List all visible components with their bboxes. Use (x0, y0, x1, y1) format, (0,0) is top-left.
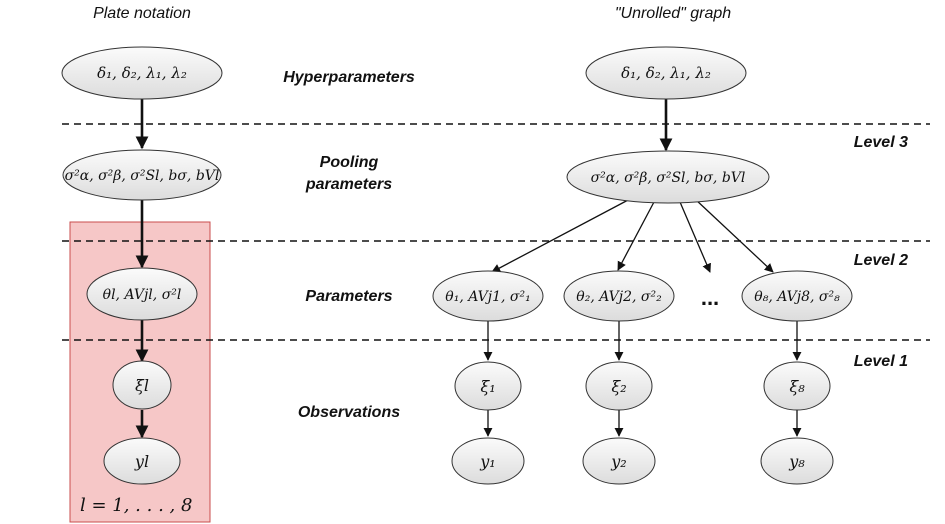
plate-params-node-label: θl, AVjl, σ²l (103, 287, 182, 303)
unrolled-y-node-8: y₈ (760, 437, 834, 485)
plate-index-label: l = 1, . . . , 8 (80, 495, 192, 516)
pooling-label-line1: Pooling (320, 154, 379, 171)
plate-y-node-label: yl (134, 452, 149, 471)
unrolled-graph-header: "Unrolled" graph (615, 5, 731, 22)
xi-2-label: ξ₂ (611, 377, 626, 396)
unrolled-edge-pooling-to-ellipsis (679, 201, 711, 273)
unrolled-parameter-node-1: θ₁, AVj1, σ²₁ (432, 270, 544, 322)
xi-1-label: ξ₁ (480, 377, 495, 396)
observations-label: Observations (298, 404, 400, 421)
plate-notation-header: Plate notation (93, 5, 191, 22)
xi-8-label: ξ₈ (789, 377, 805, 396)
plate-parameter-node: θl, AVjl, σ²l (86, 267, 198, 321)
level-2-label: Level 2 (854, 252, 908, 269)
pooling-label-line2: parameters (305, 176, 392, 193)
unrolled-hyperparameter-node: δ₁, δ₂, λ₁, λ₂ (585, 46, 747, 100)
y-8-label: y₈ (788, 452, 805, 471)
unrolled-edge-pooling-to-params1 (491, 198, 631, 273)
plate-hyperparameter-node: δ₁, δ₂, λ₁, λ₂ (61, 46, 223, 100)
unrolled-xi-node-1: ξ₁ (454, 361, 522, 411)
unrolled-y-node-2: y₂ (582, 437, 656, 485)
plate-hyper-node-label: δ₁, δ₂, λ₁, λ₂ (97, 64, 187, 82)
unrolled-xi-node-2: ξ₂ (585, 361, 653, 411)
unrolled-ellipsis: ... (701, 285, 719, 310)
parameters-label: Parameters (305, 288, 392, 305)
y-2-label: y₂ (610, 452, 626, 471)
level-1-label: Level 1 (854, 353, 908, 370)
plate-xi-node: ξl (112, 360, 172, 410)
plate-xi-node-label: ξl (135, 376, 149, 395)
unrolled-edge-pooling-to-params8 (694, 198, 774, 273)
plate-y-node: yl (103, 437, 181, 485)
y-1-label: y₁ (479, 452, 495, 471)
plate-pooling-node-label: σ²α, σ²β, σ²Sl, bσ, bVl (65, 168, 220, 184)
params-1-label: θ₁, AVj1, σ²₁ (445, 289, 530, 305)
unrolled-xi-node-8: ξ₈ (763, 361, 831, 411)
params-2-label: θ₂, AVj2, σ²₂ (576, 289, 662, 305)
params-8-label: θ₈, AVj8, σ²₈ (754, 289, 840, 305)
plate-pooling-node: σ²α, σ²β, σ²Sl, bσ, bVl (62, 149, 222, 201)
unrolled-pooling-node-label: σ²α, σ²β, σ²Sl, bσ, bVl (591, 170, 746, 186)
unrolled-hyper-node-label: δ₁, δ₂, λ₁, λ₂ (621, 64, 711, 82)
unrolled-pooling-node: σ²α, σ²β, σ²Sl, bσ, bVl (566, 150, 770, 204)
unrolled-edge-pooling-to-params2 (617, 201, 655, 271)
hyperparameters-label: Hyperparameters (283, 69, 415, 86)
unrolled-parameter-node-8: θ₈, AVj8, σ²₈ (741, 270, 853, 322)
level-3-label: Level 3 (854, 134, 908, 151)
unrolled-y-node-1: y₁ (451, 437, 525, 485)
unrolled-parameter-node-2: θ₂, AVj2, σ²₂ (563, 270, 675, 322)
